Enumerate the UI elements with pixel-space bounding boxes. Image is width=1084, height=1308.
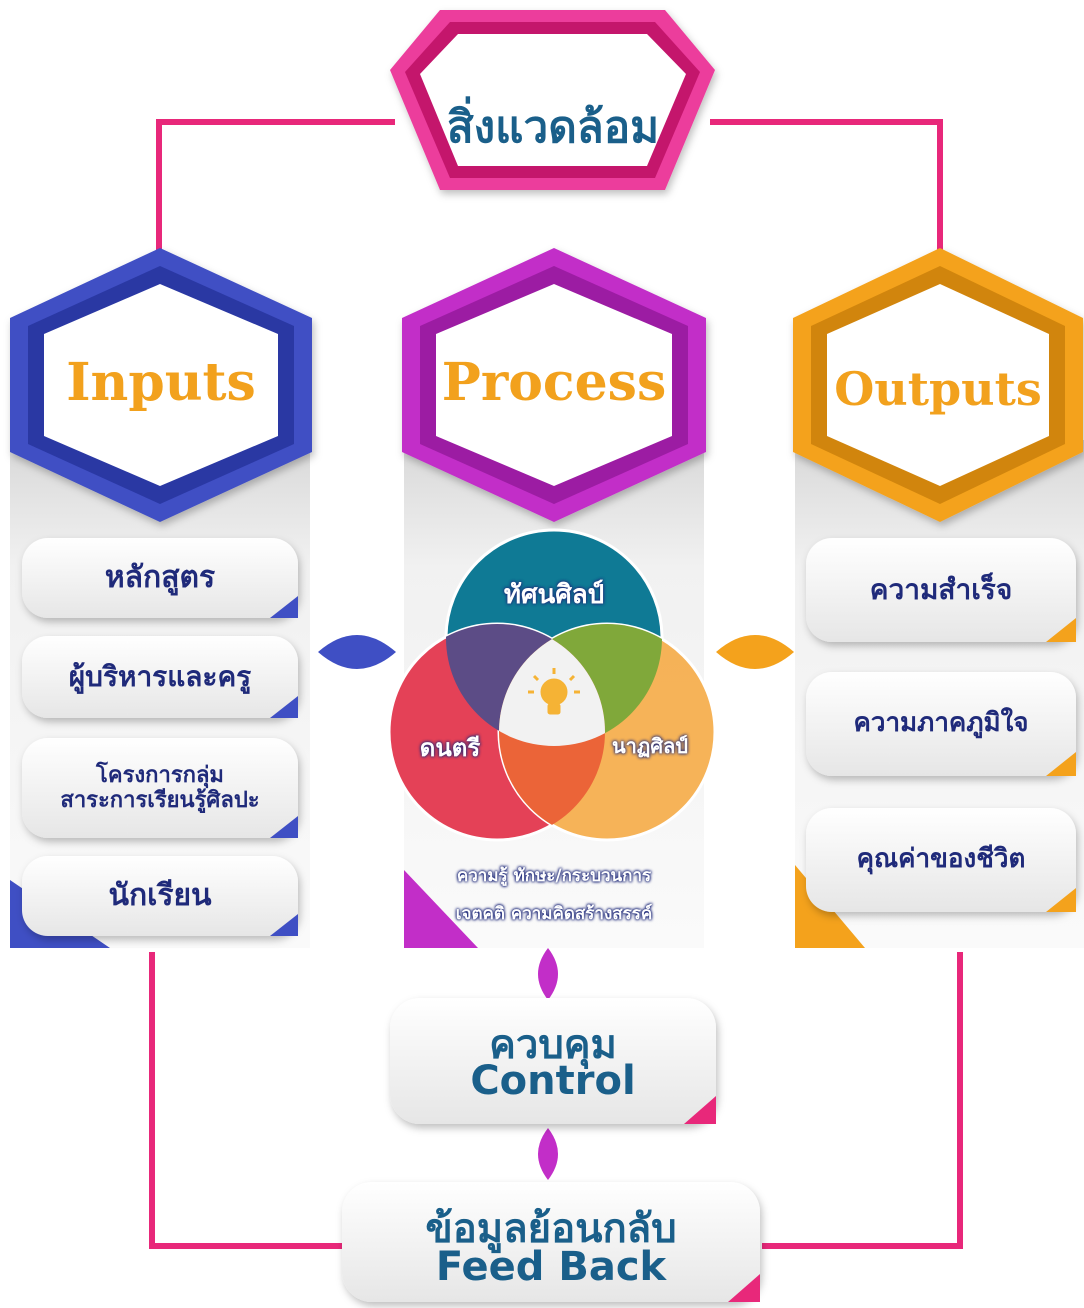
inputs-pills [22, 538, 298, 936]
control-label-th: ควบคุม [489, 1022, 617, 1068]
outputs-hexagon [793, 248, 1083, 522]
control-box [390, 998, 716, 1124]
venn-label-visual-art: ทัศนศิลป์ [503, 580, 605, 610]
outputs-item-success: ความสำเร็จ [869, 572, 1013, 606]
venn-diagram [387, 528, 717, 842]
process-control-diamond [538, 948, 558, 1000]
venn-label-dance: นาฏศิลป์ [612, 734, 688, 758]
outputs-pills [806, 538, 1076, 912]
lightbulb-icon [528, 668, 580, 715]
process-note-line-2: เจตคติ ความคิดสร้างสรรค์ [455, 904, 653, 924]
outputs-to-feedback-line [762, 952, 963, 1249]
process-title: Process [441, 352, 667, 413]
connector-lines [149, 119, 963, 1249]
venn-label-music: ดนตรี [419, 734, 481, 762]
process-outputs-diamond [716, 635, 794, 669]
process-hexagon [402, 248, 706, 522]
inputs-hexagon [10, 248, 312, 522]
inputs-title: Inputs [66, 352, 256, 413]
inputs-process-diamond [318, 635, 396, 669]
feedback-box [342, 1182, 760, 1302]
feedback-label-th: ข้อมูลย้อนกลับ [425, 1206, 677, 1252]
inputs-item-students: นักเรียน [108, 877, 212, 913]
outputs-item-life-value: คุณค่าของชีวิต [856, 844, 1026, 875]
control-label-en: Control [470, 1058, 636, 1104]
process-corner [404, 870, 478, 948]
inputs-to-feedback-line [149, 952, 345, 1249]
process-note-line-1: ความรู้ ทักษะ/กระบวนการ [456, 866, 652, 886]
inputs-item-admin-teachers: ผู้บริหารและครู [68, 659, 252, 693]
control-feedback-diamond [538, 1128, 558, 1180]
outputs-title: Outputs [834, 362, 1042, 416]
environment-hexagon [390, 10, 715, 190]
inputs-item-curriculum: หลักสูตร [104, 559, 216, 595]
environment-label: สิ่งแวดล้อม [446, 102, 660, 153]
env-to-outputs-line [710, 119, 943, 252]
outputs-item-pride: ความภาคภูมิใจ [853, 708, 1029, 739]
inputs-item-art-project: โครงการกลุ่ม สาระการเรียนรู้ศิลปะ [60, 762, 260, 813]
env-to-inputs-line [156, 119, 395, 252]
feedback-label-en: Feed Back [435, 1244, 667, 1290]
